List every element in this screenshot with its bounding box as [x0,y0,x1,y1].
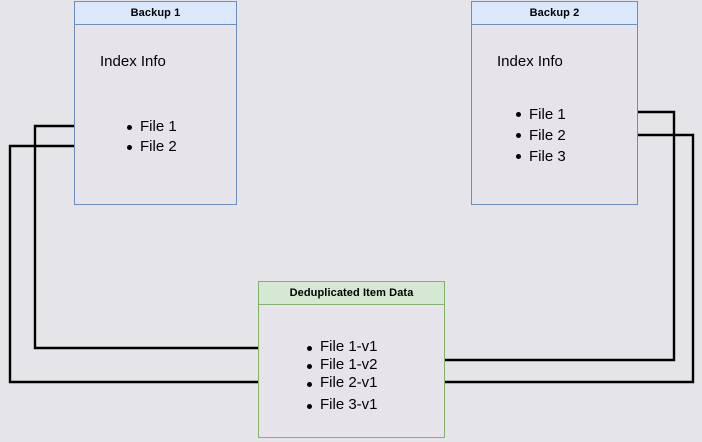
file-list-backup-1: File 1 File 2 [124,117,177,157]
list-item[interactable]: File 2 [513,125,566,146]
file-list-dedup: File 1-v1 File 1-v2 File 2-v1 File 3-v1 [304,338,378,414]
list-item[interactable]: File 2-v1 [304,374,378,392]
index-info-label-backup-1: Index Info [100,53,166,70]
list-item[interactable]: File 1-v1 [304,338,378,356]
file-list-backup-2: File 1 File 2 File 3 [513,104,566,167]
list-item[interactable]: File 3-v1 [304,396,378,414]
index-info-label-backup-2: Index Info [497,53,563,70]
node-deduplicated-item-data-body: File 1-v1 File 1-v2 File 2-v1 File 3-v1 [259,305,444,437]
node-backup-1[interactable]: Backup 1 Index Info File 1 File 2 [74,1,237,205]
node-backup-1-body: Index Info File 1 File 2 [75,25,236,204]
list-item[interactable]: File 3 [513,146,566,167]
node-backup-2-header: Backup 2 [472,2,637,25]
node-deduplicated-item-data[interactable]: Deduplicated Item Data File 1-v1 File 1-… [258,281,445,438]
node-backup-2[interactable]: Backup 2 Index Info File 1 File 2 File 3 [471,1,638,205]
list-item[interactable]: File 1-v2 [304,356,378,374]
node-backup-1-header: Backup 1 [75,2,236,25]
list-item[interactable]: File 1 [513,104,566,125]
node-backup-2-body: Index Info File 1 File 2 File 3 [472,25,637,204]
node-deduplicated-item-data-header: Deduplicated Item Data [259,282,444,305]
list-item[interactable]: File 2 [124,137,177,157]
list-item[interactable]: File 1 [124,117,177,137]
